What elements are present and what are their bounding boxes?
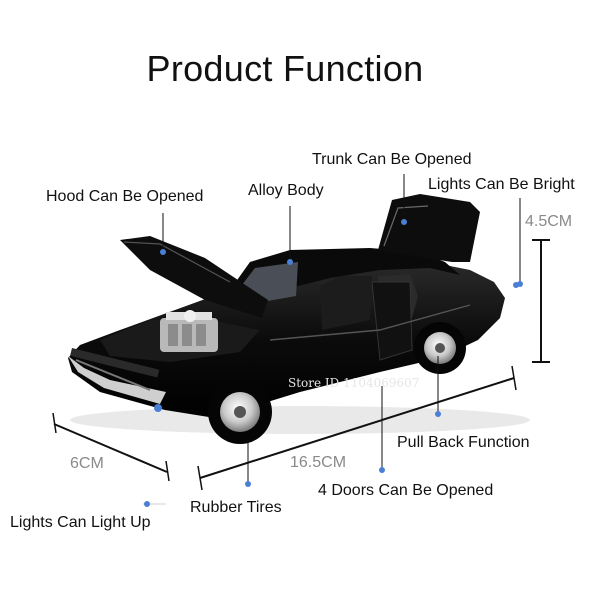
lights-up-label: Lights Can Light Up bbox=[10, 514, 151, 531]
alloy-body-label: Alloy Body bbox=[248, 182, 324, 199]
pointer-lines bbox=[143, 174, 523, 507]
height-dimension: 4.5CM bbox=[525, 213, 573, 230]
width-dimension: 6CM bbox=[70, 455, 104, 472]
dimension-lines bbox=[52, 239, 550, 491]
doors-open-label: 4 Doors Can Be Opened bbox=[318, 482, 494, 499]
lights-bright-label: Lights Can Be Bright bbox=[428, 176, 575, 193]
engine-block bbox=[160, 310, 218, 352]
pull-back-label: Pull Back Function bbox=[397, 434, 530, 451]
rear-wheel bbox=[414, 322, 466, 374]
front-wheel bbox=[208, 380, 272, 444]
store-watermark: Store ID 1104069607 bbox=[288, 376, 420, 390]
length-dimension: 16.5CM bbox=[290, 454, 347, 471]
car-model bbox=[68, 194, 530, 444]
rubber-tires-label: Rubber Tires bbox=[190, 499, 282, 516]
hood-opens-label: Hood Can Be Opened bbox=[46, 188, 204, 205]
page-title: Product Function bbox=[146, 48, 424, 89]
trunk-opens-label: Trunk Can Be Opened bbox=[312, 151, 472, 168]
